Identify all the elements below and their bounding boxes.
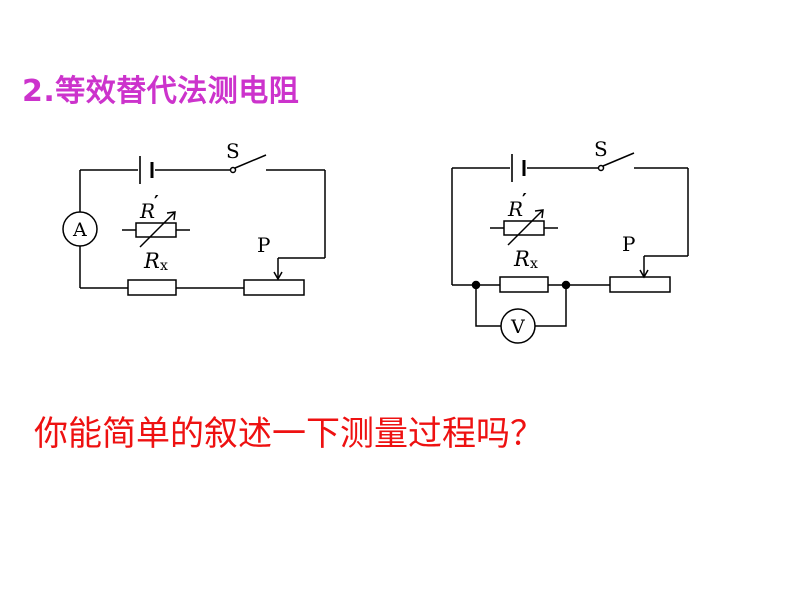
right-rheostat-label: R [507,197,523,221]
left-slider-arrow [273,258,283,281]
right-switch-label: S [594,137,608,161]
right-slider-label: P [622,232,635,256]
left-rheostat-label: R [139,199,155,223]
right-rheostat-body [609,276,671,293]
right-resistance-box-symbol [490,209,558,246]
right-resistor-subscript: x [530,256,538,272]
right-slider-arrow [639,256,649,279]
left-resistor-subscript: x [160,258,168,274]
right-resistor-rx [499,276,549,293]
right-rheostat-prime: ′ [522,190,527,211]
slide-title: 2.等效替代法测电阻 [22,74,300,109]
ammeter-label: A [72,219,87,241]
left-circuit [62,154,326,296]
right-voltmeter-wire-right [535,285,567,327]
right-circuit-labels: S V R ′ R x P [507,137,635,338]
right-battery-symbol [511,154,526,182]
left-resistance-box-symbol [122,211,190,248]
left-slider-label: P [257,233,270,257]
right-switch-symbol [597,152,688,172]
right-circuit [451,152,689,344]
left-resistor-rx [127,279,177,296]
left-circuit-labels: S A R ′ R x P [72,139,270,274]
left-switch-symbol [229,154,325,174]
left-rheostat-prime: ′ [154,192,159,213]
left-switch-label: S [226,139,240,163]
left-rheostat-body [243,279,305,296]
right-voltmeter-wire-left [475,285,501,327]
left-resistor-label: R [143,249,160,273]
right-resistor-label: R [513,247,530,271]
voltmeter-label: V [510,316,525,338]
left-battery-symbol [139,156,154,184]
question-text: 你能简单的叙述一下测量过程吗？ [34,414,544,454]
